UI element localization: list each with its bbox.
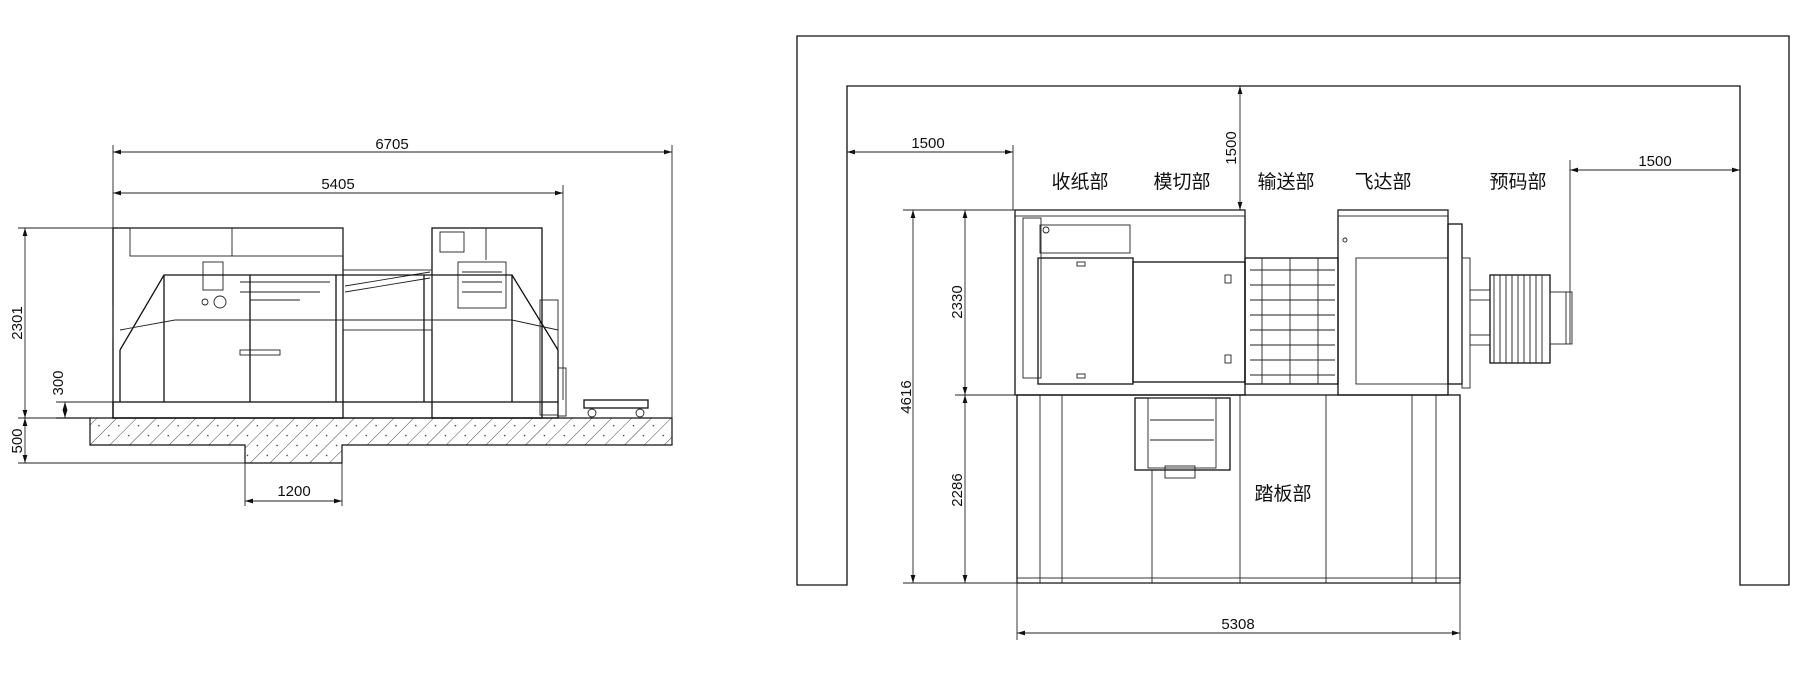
side-machine-body — [112, 227, 567, 419]
dim-clearance-top-label: 1500 — [1223, 131, 1240, 164]
dim-pit-depth-label: 500 — [9, 428, 26, 453]
dim-clearance-right: 1500 — [1569, 153, 1740, 344]
dim-height-label: 2301 — [9, 306, 26, 339]
dim-clearance-left-label: 1500 — [911, 135, 944, 152]
foundation-hatch — [89, 417, 673, 464]
dim-platform-height-label: 300 — [50, 370, 67, 395]
section-conveying-label: 输送部 — [1257, 171, 1314, 193]
section-pre-stacking-label: 预码部 — [1489, 171, 1546, 193]
section-delivery-label: 收纸部 — [1051, 171, 1108, 193]
dim-clearance-top: 1500 — [1223, 86, 1243, 210]
section-die-cutting-label: 模切部 — [1153, 171, 1210, 193]
dim-lower-depth: 2286 — [949, 395, 968, 583]
plan-pedal-area — [1016, 394, 1461, 584]
dim-machine-length: 5405 — [113, 176, 564, 400]
side-cart — [583, 399, 649, 418]
dim-total-depth: 4616 — [898, 209, 1017, 584]
dim-clearance-right-label: 1500 — [1638, 153, 1671, 170]
dim-total-length: 6705 — [112, 136, 673, 418]
dim-lower-depth-label: 2286 — [949, 473, 966, 506]
dim-total-width: 5308 — [1016, 583, 1461, 640]
dim-pit-width: 1200 — [244, 463, 343, 506]
dim-upper-depth: 2330 — [949, 210, 1017, 396]
plan-machine-upper — [1014, 209, 1573, 396]
dim-pit-depth: 500 — [9, 418, 245, 464]
plan-view: 收纸部 模切部 输送部 飞达部 预码部 踏板部 1500 1500 1500 4… — [796, 35, 1790, 640]
clearance-envelope — [796, 35, 1790, 586]
section-feeder-label: 飞达部 — [1354, 171, 1411, 193]
dim-machine-length-label: 5405 — [321, 176, 354, 193]
dim-upper-depth-label: 2330 — [949, 285, 966, 318]
dim-total-depth-label: 4616 — [898, 380, 915, 413]
side-view: 6705 5405 2301 300 500 — [9, 136, 673, 506]
dim-clearance-left: 1500 — [847, 135, 1014, 210]
dim-total-width-label: 5308 — [1221, 616, 1254, 633]
dim-height: 2301 — [9, 227, 113, 419]
side-railing — [112, 274, 559, 402]
section-pedal-label: 踏板部 — [1254, 483, 1311, 505]
dim-pit-width-label: 1200 — [277, 483, 310, 500]
dim-total-length-label: 6705 — [375, 136, 408, 153]
dim-platform-height: 300 — [50, 370, 113, 418]
